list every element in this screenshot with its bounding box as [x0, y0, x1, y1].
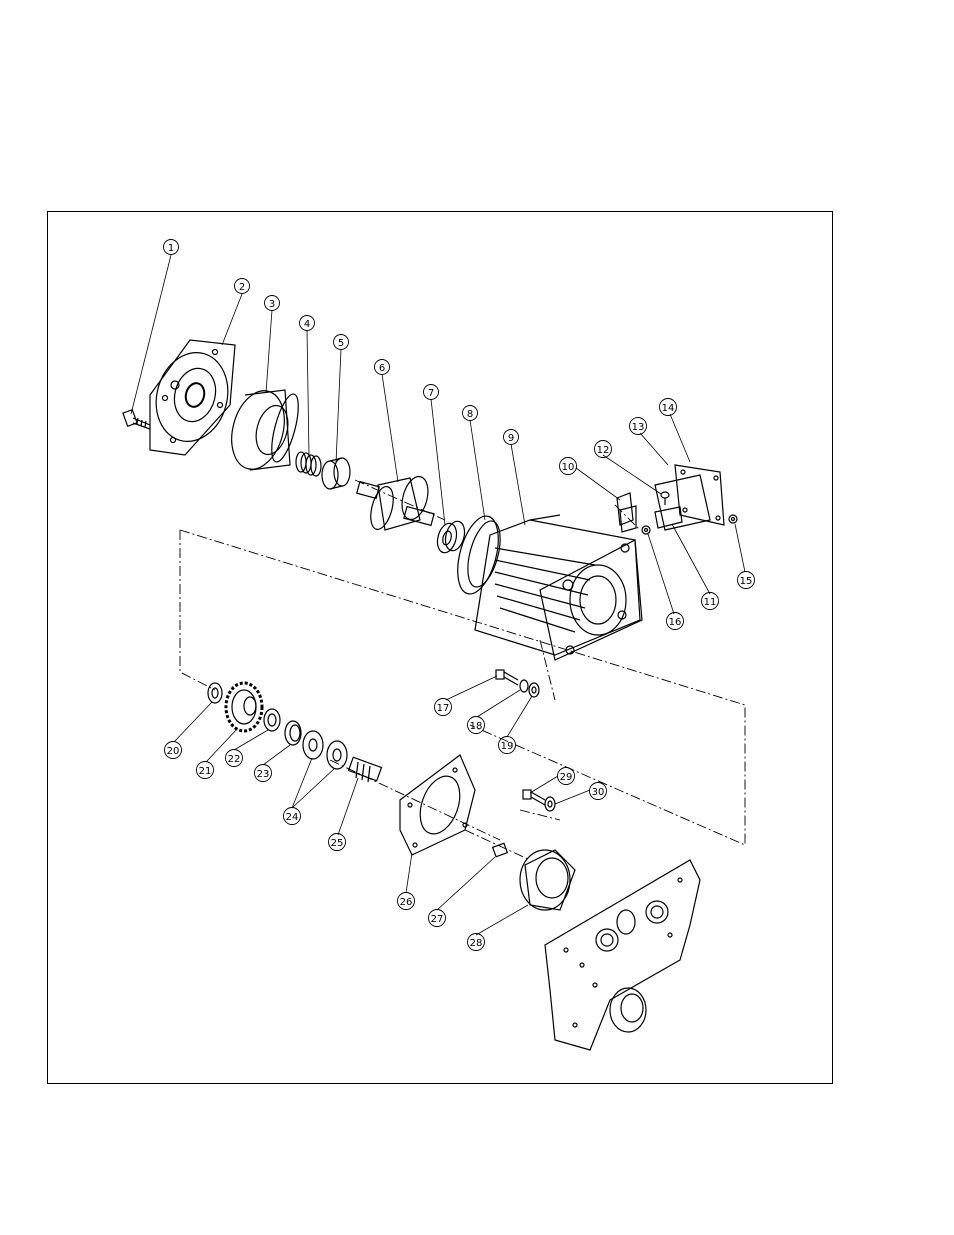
- callout-11: 11: [701, 592, 719, 610]
- part-gear-21: [224, 681, 264, 733]
- callout-12: 12: [594, 440, 612, 458]
- part-end-plate-2: [149, 339, 236, 456]
- callout-4: 4: [299, 315, 315, 331]
- part-bolt-29: [522, 789, 546, 806]
- callout-6: 6: [374, 359, 390, 375]
- callout-19: 19: [498, 736, 516, 754]
- callout-17: 17: [434, 698, 452, 716]
- svg-text:5: 5: [338, 338, 344, 349]
- svg-text:9: 9: [508, 433, 514, 444]
- part-washer-30: [544, 796, 556, 812]
- svg-text:20: 20: [167, 746, 180, 757]
- callout-3: 3: [264, 295, 280, 311]
- callout-10: 10: [559, 457, 577, 475]
- diagram-frame: [47, 211, 833, 1084]
- callout-23: 23: [254, 764, 272, 782]
- svg-text:21: 21: [199, 766, 212, 777]
- callout-8: 8: [462, 405, 478, 421]
- svg-text:13: 13: [632, 422, 645, 433]
- centerlines: [179, 479, 746, 861]
- leader-lines: [130, 254, 746, 936]
- part-washer-19: [528, 682, 540, 698]
- svg-text:23: 23: [257, 769, 270, 780]
- part-housing-3: [231, 389, 299, 471]
- svg-text:22: 22: [228, 754, 241, 765]
- svg-text:19: 19: [501, 741, 514, 752]
- callout-1: 1: [163, 239, 179, 255]
- callout-21: 21: [196, 761, 214, 779]
- callout-7: 7: [423, 384, 439, 400]
- callout-5: 5: [333, 334, 349, 350]
- svg-text:14: 14: [662, 403, 675, 414]
- part-motor-body-9: [474, 514, 643, 661]
- part-washer-22: [263, 708, 281, 732]
- svg-text:16: 16: [669, 617, 682, 628]
- part-terminal-block-10: [616, 492, 637, 533]
- svg-text:17: 17: [437, 703, 450, 714]
- part-cover-plate-14: [674, 464, 725, 526]
- svg-text:11: 11: [704, 597, 717, 608]
- part-screw-12: [660, 491, 670, 505]
- svg-text:3: 3: [269, 299, 275, 310]
- svg-text:8: 8: [467, 409, 473, 420]
- svg-text:10: 10: [562, 462, 575, 473]
- svg-text:30: 30: [592, 787, 605, 798]
- callout-24: 24: [283, 807, 301, 825]
- callout-9: 9: [503, 429, 519, 445]
- svg-text:15: 15: [740, 576, 753, 587]
- callout-20: 20: [164, 741, 182, 759]
- part-snap-ring-20: [207, 682, 223, 704]
- part-gasket-13: [654, 474, 711, 531]
- svg-text:24: 24: [286, 812, 299, 823]
- callout-28: 28: [467, 933, 485, 951]
- svg-text:18: 18: [470, 721, 483, 732]
- part-bearing-24: [302, 730, 348, 770]
- svg-text:4: 4: [304, 319, 310, 330]
- callout-22: 22: [225, 749, 243, 767]
- mounting-plate: [544, 859, 701, 1051]
- callout-30: 30: [589, 782, 607, 800]
- callout-26: 26: [397, 892, 415, 910]
- svg-text:12: 12: [597, 445, 610, 456]
- callout-2: 2: [234, 278, 250, 294]
- part-pinion-shaft-25: [347, 756, 383, 783]
- callout-16: 16: [666, 612, 684, 630]
- svg-text:29: 29: [560, 772, 573, 783]
- part-rotor-6: [356, 475, 435, 531]
- svg-text:28: 28: [470, 938, 483, 949]
- part-gasket-plate-26: [399, 754, 476, 856]
- callout-27: 27: [428, 909, 446, 927]
- callout-18: 18: [467, 716, 485, 734]
- part-terminal-11: [654, 506, 683, 529]
- part-screw-15: [728, 514, 738, 524]
- part-pin-27: [491, 842, 509, 858]
- svg-text:6: 6: [379, 363, 385, 374]
- part-snap-ring-23: [284, 720, 302, 746]
- svg-text:27: 27: [431, 914, 444, 925]
- callout-15: 15: [737, 571, 755, 589]
- part-spring-4: [295, 451, 322, 477]
- callout-14: 14: [659, 398, 677, 416]
- part-flange-28: [519, 849, 576, 911]
- part-bolt-1: [122, 408, 151, 430]
- svg-text:1: 1: [168, 243, 174, 254]
- part-washer-18: [519, 679, 529, 693]
- part-nut-16: [641, 525, 651, 535]
- callout-25: 25: [328, 833, 346, 851]
- svg-text:2: 2: [239, 282, 245, 293]
- part-bearing-7: [436, 520, 466, 554]
- callout-13: 13: [629, 417, 647, 435]
- part-bolt-17: [495, 669, 519, 686]
- svg-text:7: 7: [428, 388, 434, 399]
- svg-text:25: 25: [331, 838, 344, 849]
- callout-29: 29: [557, 767, 575, 785]
- svg-text:26: 26: [400, 897, 413, 908]
